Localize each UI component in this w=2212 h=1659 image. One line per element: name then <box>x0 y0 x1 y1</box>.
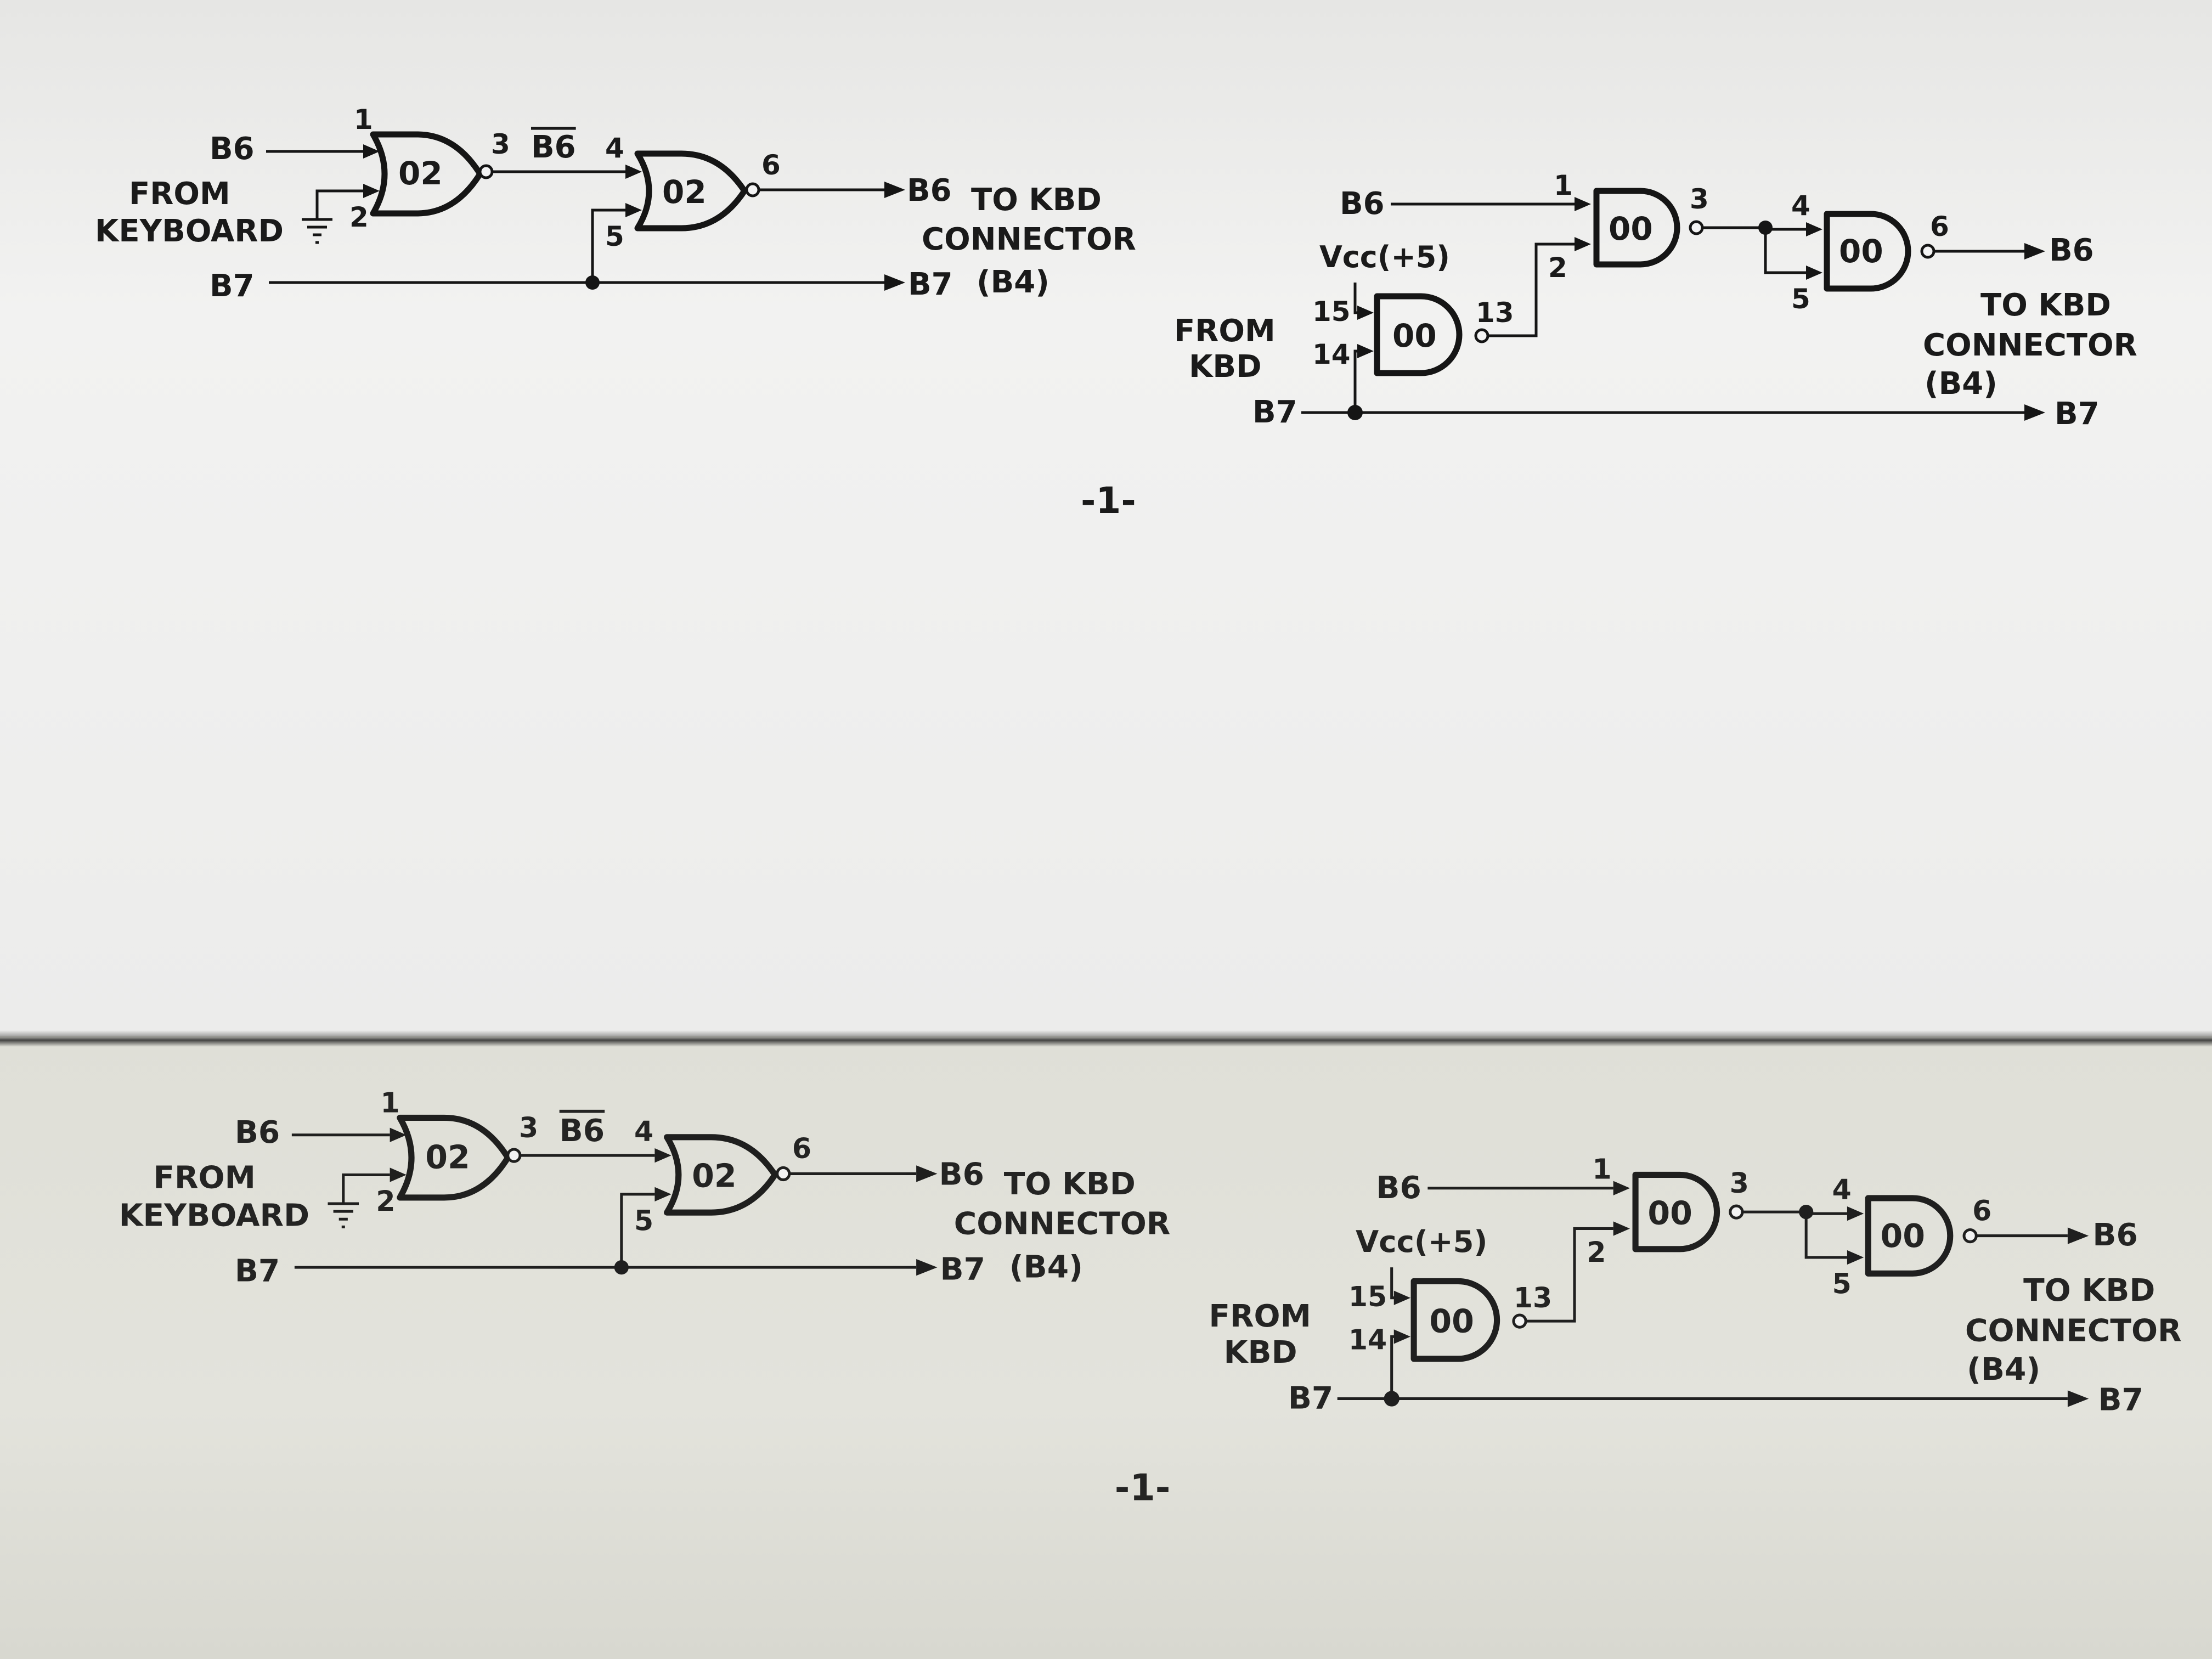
label-connector: CONNECTOR <box>954 1206 1171 1242</box>
label-vcc: Vcc(+5) <box>1356 1224 1487 1259</box>
gate-c-label: 00 <box>1881 1217 1926 1255</box>
label-b7-out-right: B7 <box>2055 396 2100 432</box>
page-number: -1- <box>1081 479 1136 522</box>
right-circuit-labels-top: B6 Vcc(+5) FROM KBD B7 00 00 00 1 2 3 4 … <box>1174 170 2137 432</box>
pin3-label: 3 <box>491 128 510 160</box>
pin5-label-right: 5 <box>1791 283 1810 315</box>
label-to-kbd-right: TO KBD <box>2023 1272 2155 1308</box>
gate2-label: 02 <box>662 173 707 211</box>
label-b6-out: B6 <box>907 173 952 208</box>
label-keyboard: KEYBOARD <box>95 213 284 249</box>
pin1-label-right: 1 <box>1554 170 1573 201</box>
sheet-edge-shadow <box>0 1030 2212 1047</box>
label-from-right: FROM <box>1209 1298 1311 1334</box>
top-paper-sheet <box>0 0 2212 1036</box>
label-connector-right: CONNECTOR <box>1923 328 2137 363</box>
label-b7-out: B7 <box>908 267 953 302</box>
label-from: FROM <box>153 1160 256 1196</box>
label-from: FROM <box>129 176 230 212</box>
label-b6-in-right: B6 <box>1340 186 1385 222</box>
label-b7-in-right: B7 <box>1288 1380 1333 1417</box>
label-b6-in: B6 <box>235 1114 280 1150</box>
pin3-label: 3 <box>519 1111 538 1144</box>
pin5-label: 5 <box>634 1204 653 1237</box>
b6-bar-label: B6 <box>531 129 576 165</box>
pin6-label-right: 6 <box>1930 211 1949 242</box>
b6-bar-label: B6 <box>560 1113 605 1149</box>
pin14-label: 14 <box>1312 338 1351 370</box>
gate-a-label: 00 <box>1429 1302 1474 1340</box>
label-vcc: Vcc(+5) <box>1319 240 1450 274</box>
gate1-label: 02 <box>425 1138 470 1176</box>
label-b6-in: B6 <box>210 131 255 167</box>
label-b4: (B4) <box>1009 1249 1083 1285</box>
pin14-label: 14 <box>1348 1324 1387 1356</box>
gate-b-label: 00 <box>1647 1194 1692 1232</box>
pin6-label: 6 <box>761 149 781 181</box>
label-b7-in: B7 <box>235 1252 280 1289</box>
pin13-label: 13 <box>1514 1282 1552 1314</box>
page-number: -1- <box>1115 1466 1171 1509</box>
pin4-label: 4 <box>634 1115 653 1148</box>
pin5-label-right: 5 <box>1832 1268 1852 1300</box>
left-circuit-labels-top: B6 FROM KEYBOARD B7 02 02 1 2 3 B6 4 5 6… <box>95 104 1136 304</box>
label-from-right: FROM <box>1174 313 1276 349</box>
gate-c-label: 00 <box>1839 233 1883 270</box>
gate1-label: 02 <box>398 155 443 192</box>
gate-b-label: 00 <box>1609 210 1653 247</box>
bottom-paper-sheet <box>0 1036 2212 1659</box>
label-b6-out: B6 <box>939 1156 984 1193</box>
label-connector-right: CONNECTOR <box>1965 1312 2182 1348</box>
label-kbd-right: KBD <box>1224 1334 1297 1370</box>
pin3-label-right: 3 <box>1690 183 1709 215</box>
label-connector: CONNECTOR <box>922 222 1136 257</box>
circuit-graphics-top <box>266 134 2045 421</box>
label-b7-in-right: B7 <box>1252 394 1297 430</box>
pin13-label: 13 <box>1476 297 1514 329</box>
pin1-label: 1 <box>380 1086 399 1119</box>
pin1-label: 1 <box>354 104 373 136</box>
label-b4-right: (B4) <box>1967 1351 2040 1387</box>
circuit-graphics-bottom <box>292 1118 2089 1407</box>
pin15-label: 15 <box>1348 1280 1387 1313</box>
label-b7-in: B7 <box>210 268 255 304</box>
left-circuit-labels-bottom: B6 FROM KEYBOARD B7 02 02 1 2 3 B6 4 5 6… <box>119 1086 1171 1289</box>
label-to-kbd: TO KBD <box>971 182 1102 218</box>
label-keyboard: KEYBOARD <box>119 1197 309 1233</box>
pin1-label-right: 1 <box>1592 1153 1611 1186</box>
gate-a-label: 00 <box>1392 317 1437 354</box>
pin4-label-right: 4 <box>1791 190 1810 222</box>
label-b7-out-right: B7 <box>2098 1382 2143 1418</box>
pin2-label: 2 <box>376 1185 395 1217</box>
label-to-kbd: TO KBD <box>1004 1166 1136 1202</box>
label-b6-in-right: B6 <box>1376 1170 1421 1206</box>
label-b4-right: (B4) <box>1925 366 1997 402</box>
pin6-label-right: 6 <box>1972 1194 1991 1227</box>
pin2-label: 2 <box>349 201 369 233</box>
pin15-label: 15 <box>1312 296 1351 328</box>
pin5-label: 5 <box>605 221 624 252</box>
pin2-label-right: 2 <box>1548 252 1567 284</box>
diagram-copy-top: B6 FROM KEYBOARD B7 02 02 1 2 3 B6 4 5 6… <box>95 104 2137 522</box>
right-circuit-labels-bottom: B6 Vcc(+5) FROM KBD B7 00 00 00 1 2 3 4 … <box>1209 1153 2181 1418</box>
pin3-label-right: 3 <box>1730 1167 1749 1199</box>
label-b6-out-right: B6 <box>2049 233 2094 268</box>
label-b7-out: B7 <box>940 1251 985 1287</box>
pin4-label-right: 4 <box>1832 1173 1852 1206</box>
pin2-label-right: 2 <box>1587 1236 1606 1268</box>
label-kbd-right: KBD <box>1189 349 1262 385</box>
pin6-label: 6 <box>792 1132 811 1165</box>
label-to-kbd-right: TO KBD <box>1980 287 2111 323</box>
pin4-label: 4 <box>605 132 624 164</box>
label-b4: (B4) <box>977 264 1049 300</box>
diagram-copy-bottom: B6 FROM KEYBOARD B7 02 02 1 2 3 B6 4 5 6… <box>119 1086 2182 1509</box>
label-b6-out-right: B6 <box>2092 1217 2137 1253</box>
gate2-label: 02 <box>692 1158 737 1195</box>
